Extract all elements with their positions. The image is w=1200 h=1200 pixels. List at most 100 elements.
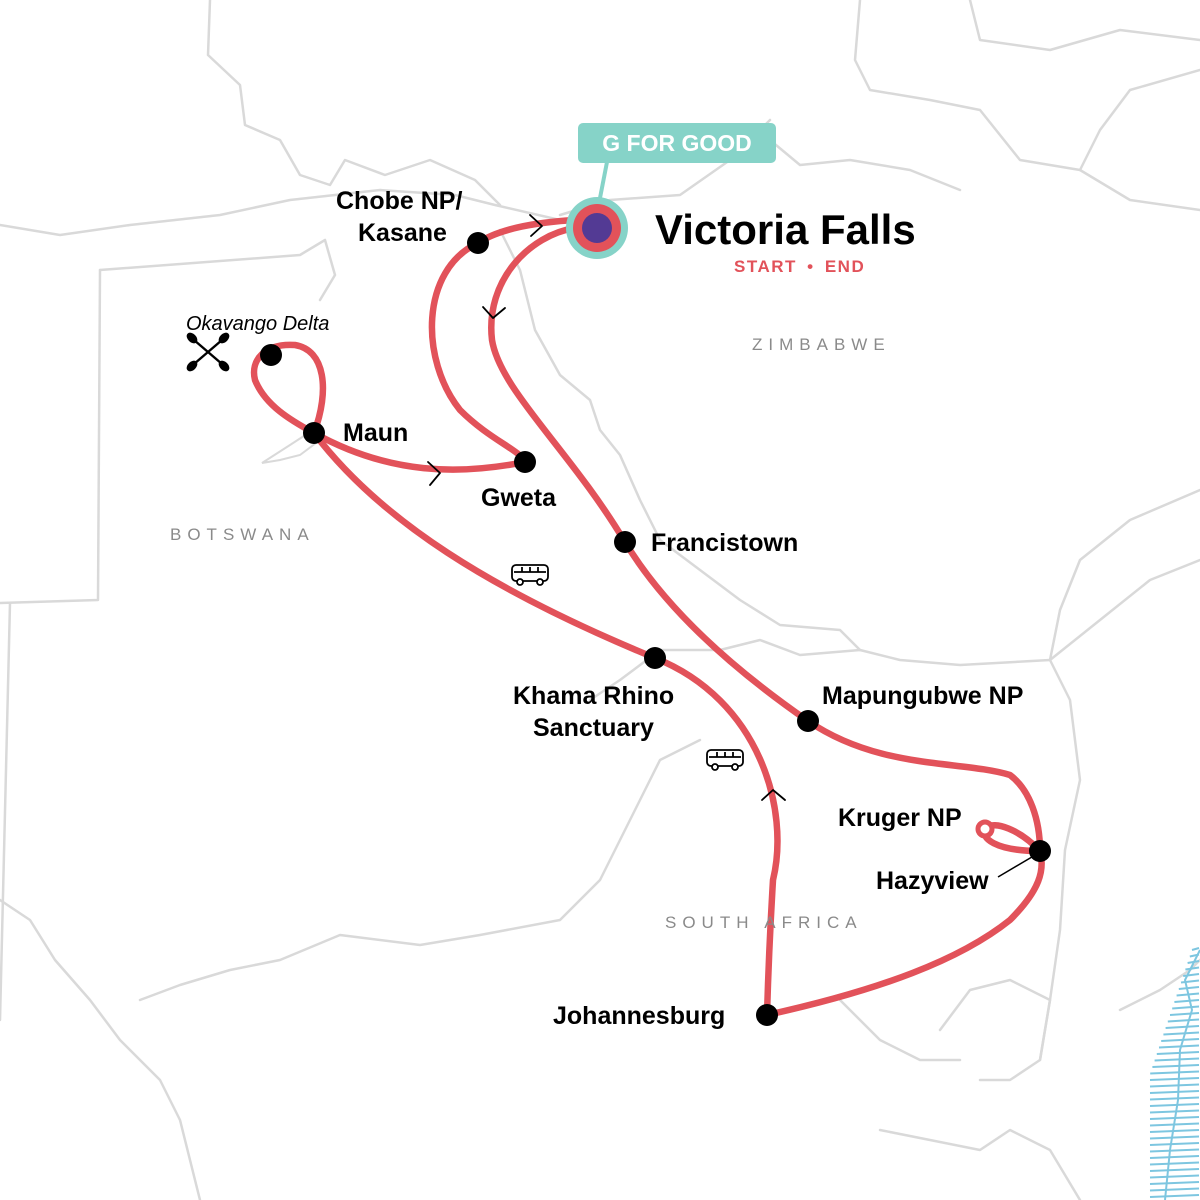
- start-end-marker[interactable]: [566, 197, 628, 259]
- route-hazyview-to-mapungubwe: [804, 717, 1044, 855]
- bus-wheel-2: [731, 763, 739, 771]
- label-chobe-line1: Chobe NP/: [336, 187, 462, 215]
- label-chobe-line2: Kasane: [358, 219, 447, 247]
- border-limpopo: [588, 638, 1052, 702]
- water-hatch-line: [1167, 1018, 1200, 1023]
- bus-body: [706, 749, 744, 767]
- label-johannesburg: Johannesburg: [553, 1002, 725, 1030]
- label-khama-line1: Khama Rhino: [513, 682, 674, 710]
- water-hatch-line: [1154, 1057, 1200, 1062]
- country-zimbabwe: ZIMBABWE: [752, 335, 891, 354]
- water-hatch-line: [1149, 1135, 1200, 1140]
- start-end-separator: •: [807, 257, 814, 276]
- paddle-shaft-2: [192, 338, 224, 366]
- border-namibia-botswana-west: [0, 268, 102, 605]
- water-hatch-line: [1149, 1109, 1200, 1114]
- bus-wheel-2: [536, 578, 544, 586]
- stop-khama[interactable]: [644, 647, 666, 669]
- bus-wheel-1: [516, 578, 524, 586]
- label-maun: Maun: [343, 419, 408, 447]
- border-lesotho: [878, 1128, 1082, 1200]
- water-hatch-line: [1185, 966, 1200, 971]
- start-name: Victoria Falls: [655, 206, 916, 253]
- paddle-blade-4: [218, 360, 230, 372]
- bus-icon: [511, 564, 549, 586]
- water-hatch-line: [1149, 1096, 1200, 1101]
- water-hatch-line: [1149, 1187, 1200, 1192]
- label-kruger: Kruger NP: [838, 804, 962, 832]
- label-gweta: Gweta: [481, 484, 557, 512]
- water-hatch-line: [1178, 986, 1200, 990]
- tour-route: [250, 216, 1045, 1019]
- water-hatch-line: [1191, 947, 1200, 951]
- stop-chobe[interactable]: [467, 232, 489, 254]
- route-maun-to-khama: [310, 429, 659, 662]
- label-francistown: Francistown: [651, 529, 798, 557]
- water-hatch-line: [1180, 979, 1200, 984]
- paddle-blade-1: [186, 332, 198, 344]
- border-zambezi-delta: [1078, 168, 1200, 212]
- start-end-label: START • END: [734, 257, 865, 276]
- water-hatch-line: [1149, 1155, 1200, 1159]
- bus-icon: [706, 749, 744, 771]
- route-direction-arrow-icon: [427, 461, 441, 486]
- route-direction-arrow-icon: [482, 306, 506, 319]
- coastline: [1164, 949, 1200, 1200]
- water-hatch-line: [1149, 1083, 1200, 1088]
- badge-connector: [598, 161, 609, 199]
- water-hatch-line: [1172, 1005, 1200, 1010]
- country-botswana: BOTSWANA: [170, 525, 315, 544]
- water-hatch-line: [1169, 1012, 1200, 1016]
- badge-text: G FOR GOOD: [602, 130, 752, 156]
- stop-gweta[interactable]: [514, 451, 536, 473]
- water-hatch-line: [1149, 1168, 1200, 1172]
- water-hatch-line: [1149, 1181, 1200, 1185]
- label-mapungubwe: Mapungubwe NP: [822, 682, 1023, 710]
- border-eswatini: [938, 978, 1052, 1082]
- route-direction-arrow-icon: [761, 789, 786, 801]
- water-hatch-line: [1149, 1103, 1200, 1107]
- route-direction-arrow-icon: [427, 214, 786, 801]
- border-sa-east-inner: [838, 998, 962, 1062]
- water-hatch-line: [1158, 1044, 1200, 1049]
- bus-body: [511, 564, 549, 582]
- border-sa-botswana: [138, 738, 702, 1002]
- stop-mapungubwe[interactable]: [797, 710, 819, 732]
- hazyview-leader-line: [997, 853, 1038, 878]
- border-namibia-south: [0, 601, 12, 1022]
- route-mapungubwe-to-francistown: [621, 538, 812, 725]
- country-south-africa: SOUTH AFRICA: [665, 913, 863, 932]
- border-caprivi: [0, 188, 562, 237]
- kruger-loop-ring: [975, 819, 995, 839]
- stop-johannesburg[interactable]: [756, 1004, 778, 1026]
- stop-francistown[interactable]: [614, 531, 636, 553]
- label-okavango: Okavango Delta: [186, 313, 329, 335]
- route-francistown-to-victoria-falls: [488, 224, 629, 546]
- start-label: START: [734, 257, 797, 276]
- border-moz-coast: [1118, 958, 1200, 1012]
- stops: [260, 232, 1051, 1026]
- label-hazyview: Hazyview: [876, 867, 989, 895]
- water-hatch-line: [1149, 1148, 1200, 1153]
- water-hatch-line: [1156, 1051, 1200, 1055]
- start-marker-inner: [582, 213, 612, 243]
- water-hatch-line: [1149, 1174, 1200, 1179]
- water-hatch-line: [1183, 973, 1200, 977]
- bus-wheel-1: [711, 763, 719, 771]
- border-zim-east: [1038, 488, 1200, 1062]
- paddle-blade-3: [186, 360, 198, 372]
- stop-maun[interactable]: [303, 422, 325, 444]
- end-label: END: [825, 257, 865, 276]
- stop-okavango[interactable]: [260, 344, 282, 366]
- g-for-good-badge[interactable]: G FOR GOOD: [578, 123, 776, 199]
- water-hatch-line: [1165, 1025, 1200, 1029]
- border-zim-moz: [768, 138, 962, 192]
- water-hatch-line: [1149, 1090, 1200, 1094]
- stop-hazyview[interactable]: [1029, 840, 1051, 862]
- water-hatch-line: [1174, 999, 1200, 1003]
- badge-box: [578, 123, 776, 163]
- paddle-blade-2: [218, 332, 230, 344]
- border-north-west: [206, 0, 502, 207]
- water-hatch-line: [1152, 1064, 1200, 1068]
